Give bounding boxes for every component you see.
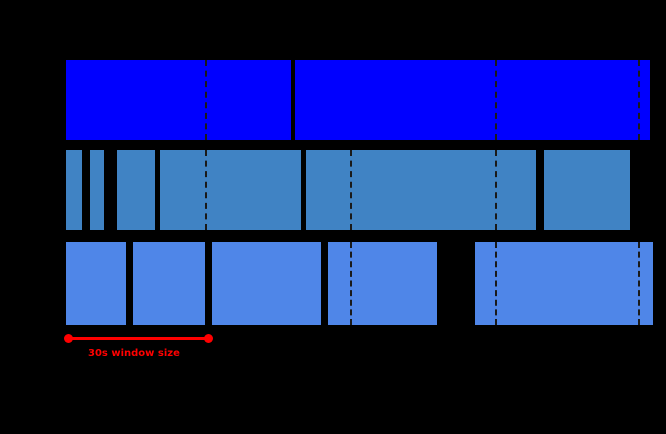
timeline-segment xyxy=(306,150,536,230)
timeline-segment xyxy=(66,150,82,230)
timeline-track-3 xyxy=(0,242,666,325)
timeline-segment xyxy=(90,150,104,230)
timeline-segment xyxy=(295,60,650,140)
timeline-segment xyxy=(544,150,630,230)
timeline-segment xyxy=(160,150,301,230)
timeline-track-2 xyxy=(0,150,666,230)
timeline-segment xyxy=(475,242,653,325)
timeline-segment xyxy=(117,150,155,230)
timeline-segment xyxy=(66,60,291,140)
timeline-segment xyxy=(328,242,437,325)
timeline-segment xyxy=(212,242,321,325)
timeline-segment xyxy=(66,242,126,325)
timeline-track-1 xyxy=(0,60,666,140)
timeline-segment xyxy=(133,242,205,325)
annotation-right-endpoint xyxy=(204,334,213,343)
annotation-bracket-line xyxy=(68,337,208,340)
annotation-label: 30s window size xyxy=(88,348,180,359)
annotation-left-endpoint xyxy=(64,334,73,343)
